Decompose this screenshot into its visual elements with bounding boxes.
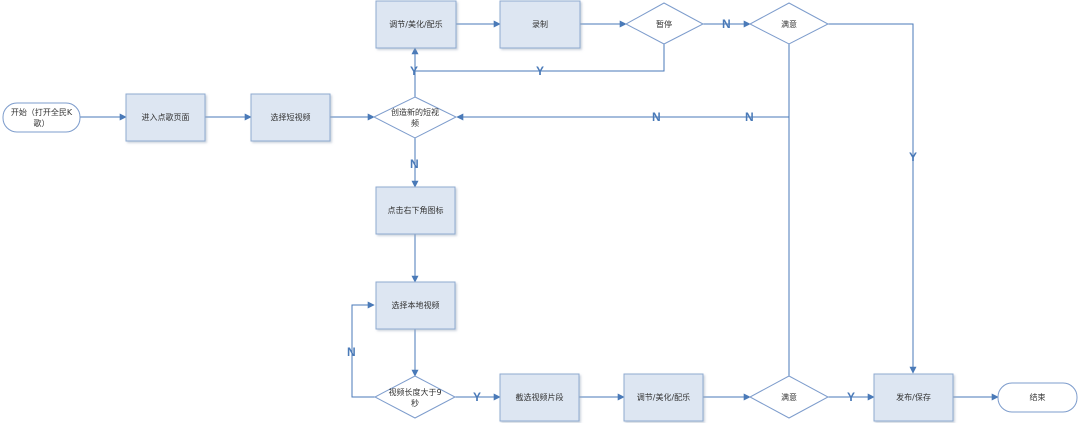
- svg-text:调节/美化/配乐: 调节/美化/配乐: [637, 392, 690, 402]
- node-clip-video-segment: 截选视频片段: [499, 373, 580, 422]
- node-check-line1: 视频长度大于9: [388, 387, 441, 397]
- node-select-local-video: 选择本地视频: [375, 281, 456, 330]
- node-adjust-top: 调节/美化/配乐: [375, 0, 457, 49]
- label-yes-check: Y: [473, 390, 481, 404]
- label-yes-create-up: Y: [410, 64, 418, 78]
- svg-text:选择短视频: 选择短视频: [271, 112, 311, 122]
- node-video-longer-than-9s: 视频长度大于9 秒: [373, 375, 457, 419]
- node-satisfied-bottom: 满意: [748, 375, 830, 419]
- label-no-check-loop: N: [347, 345, 356, 359]
- label-yes-pause-loop: Y: [536, 64, 544, 78]
- node-publish-save: 发布/保存: [873, 373, 954, 422]
- label-no-return-2: N: [745, 110, 754, 124]
- svg-text:选择本地视频: 选择本地视频: [392, 300, 440, 310]
- edge-check-no-loop: [351, 301, 375, 398]
- label-no-pause: N: [722, 17, 731, 31]
- label-no-create-down: N: [410, 157, 419, 171]
- svg-text:结束: 结束: [1030, 392, 1046, 402]
- node-start: 开始（打开全民K 歌）: [2, 102, 81, 133]
- node-satisfied-top: 满意: [748, 2, 830, 45]
- svg-text:点击右下角图标: 点击右下角图标: [388, 205, 444, 215]
- svg-text:满意: 满意: [781, 392, 797, 402]
- label-yes-satisfied-top: Y: [909, 150, 917, 164]
- node-adjust-bottom: 调节/美化/配乐: [623, 373, 704, 422]
- node-check-line2: 秒: [411, 398, 419, 408]
- node-record: 录制: [499, 0, 581, 49]
- node-create-line2: 频: [411, 118, 419, 128]
- node-click-bottom-right-icon: 点击右下角图标: [375, 186, 456, 235]
- node-enter-song-page: 进入点歌页面: [125, 93, 206, 142]
- edges: [80, 20, 999, 401]
- label-no-return-1: N: [652, 110, 661, 124]
- svg-text:满意: 满意: [781, 19, 797, 29]
- svg-text:调节/美化/配乐: 调节/美化/配乐: [389, 19, 442, 29]
- node-end: 结束: [997, 382, 1078, 413]
- svg-text:发布/保存: 发布/保存: [896, 392, 931, 402]
- svg-text:截选视频片段: 截选视频片段: [516, 392, 564, 402]
- node-create-new-short-video: 创造新的短视 频: [372, 96, 458, 139]
- edge-labels: Y Y N Y N N N N Y Y: [347, 17, 917, 404]
- node-start-line1: 开始（打开全民K: [11, 107, 73, 117]
- svg-text:录制: 录制: [532, 19, 548, 29]
- node-start-line2: 歌）: [34, 118, 50, 128]
- edge-satisfied-top-yes-to-publish: [828, 23, 917, 374]
- node-create-line1: 创造新的短视: [391, 107, 439, 117]
- node-select-short-video: 选择短视频: [250, 93, 331, 142]
- label-yes-satisfied-bottom: Y: [847, 390, 855, 404]
- edge-pause-yes-loop: [415, 44, 665, 72]
- svg-text:暂停: 暂停: [656, 19, 672, 29]
- svg-text:进入点歌页面: 进入点歌页面: [142, 112, 190, 122]
- node-pause: 暂停: [624, 2, 705, 45]
